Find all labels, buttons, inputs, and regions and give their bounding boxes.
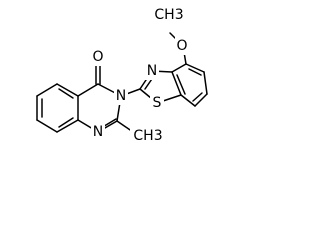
benzothiazole-s-text: S (153, 95, 162, 111)
bond-double-inner (188, 68, 202, 76)
bond (36, 83, 58, 97)
bond (194, 93, 208, 107)
bond (56, 83, 79, 97)
atom-label-methyl-c: CH3 (130, 127, 164, 145)
carbonyl-o-text: O (92, 49, 103, 65)
quinazolinone-benzene-ring (36, 83, 79, 133)
quinazolinone-pyrimidine-ring (77, 83, 122, 133)
atom-label-methoxy-c: CH3 (151, 6, 185, 24)
atom-label-methoxy-o: O (175, 37, 189, 55)
molecule-canvas: CH3 O N S O N N CH3 (36, 6, 208, 145)
bond-double-inner (58, 117, 74, 128)
bond-double-inner (176, 74, 186, 95)
bond-double-inner (58, 88, 74, 99)
carbonyl-group (95, 62, 101, 85)
atom-label-benzothiazole-n: N (145, 62, 159, 80)
quinazoline-n3-text: N (116, 88, 126, 104)
methoxy-c-text: CH3 (154, 7, 183, 23)
atom-label-quinazoline-n3: N (114, 87, 128, 105)
bond (185, 63, 205, 73)
bond (171, 63, 187, 73)
bond (56, 119, 79, 133)
bond (203, 71, 208, 95)
methoxy-o-text: O (176, 38, 187, 54)
chemical-structure-drawing: CH3 O N S O N N CH3 (36, 6, 208, 145)
quinazoline-n1-text: N (93, 124, 103, 140)
benzothiazole-benzene-ring (171, 63, 208, 107)
bond (36, 119, 58, 133)
methyl-c-text: CH3 (133, 128, 162, 144)
bond (171, 71, 182, 96)
bond-double-inner (192, 92, 203, 102)
atom-label-benzothiazole-s: S (150, 94, 164, 112)
atom-label-carbonyl-o: O (91, 48, 105, 66)
bond (77, 83, 99, 97)
atom-label-quinazoline-n1: N (91, 123, 105, 141)
benzothiazole-n-text: N (147, 63, 157, 79)
bond (180, 94, 196, 107)
